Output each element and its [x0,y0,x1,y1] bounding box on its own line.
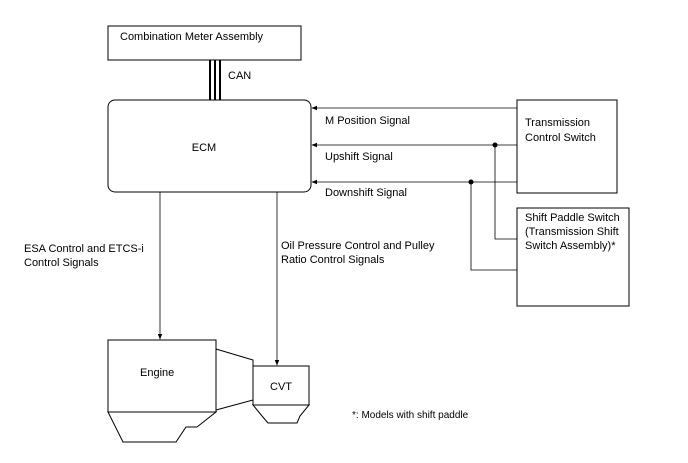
paddle-switch-label-1: Shift Paddle Switch [525,212,620,224]
can-bus: CAN [209,60,251,100]
upshift-signal-line: Upshift Signal [311,142,517,240]
ecm-box: ECM [107,99,312,193]
combination-meter-box: Combination Meter Assembly [107,25,302,61]
shift-paddle-switch-box: Shift Paddle Switch (Transmission Shift … [516,207,630,307]
transmission-switch-label-1: Transmission [525,117,590,129]
transmission-control-switch-box: Transmission Control Switch [516,99,618,194]
can-label: CAN [228,70,251,82]
bell-housing [215,348,254,411]
engine-shape: Engine [107,339,218,443]
oil-pressure-label-2: Ratio Control Signals [281,254,385,266]
footnote: *: Models with shift paddle [352,410,469,421]
engine-label: Engine [140,367,174,379]
ecm-label: ECM [192,142,216,154]
downshift-signal-label: Downshift Signal [325,187,407,199]
esa-control-label-1: ESA Control and ETCS-i [24,243,144,255]
transmission-switch-label-2: Control Switch [525,132,596,144]
oil-pressure-signal-line: Oil Pressure Control and Pulley Ratio Co… [274,192,435,366]
downshift-signal-line: Downshift Signal [311,179,517,271]
paddle-switch-label-2: (Transmission Shift [525,226,619,238]
paddle-switch-label-3: Switch Assembly)* [525,240,616,252]
cvt-label: CVT [270,381,292,393]
m-position-signal-line: M Position Signal [311,105,517,127]
upshift-signal-label: Upshift Signal [325,151,393,163]
esa-control-signal-line: ESA Control and ETCS-i Control Signals [24,192,163,340]
oil-pressure-label-1: Oil Pressure Control and Pulley [281,240,435,252]
cvt-shape: CVT [251,365,311,424]
m-position-signal-label: M Position Signal [325,115,410,127]
esa-control-label-2: Control Signals [24,257,99,269]
combination-meter-label: Combination Meter Assembly [120,31,264,43]
